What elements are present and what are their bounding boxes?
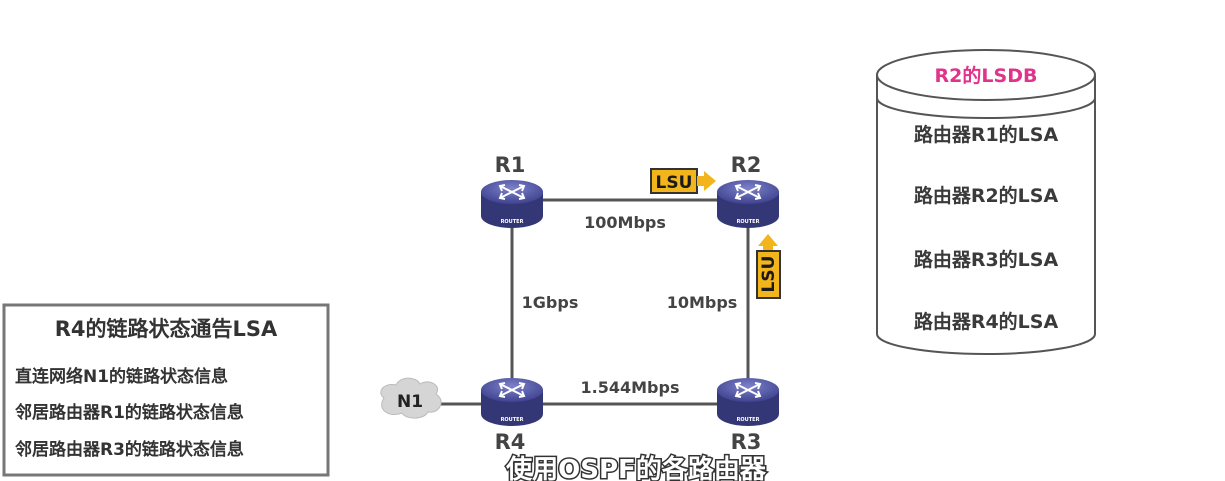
router-tag: ROUTER (501, 417, 524, 423)
link-label-r1-r2: 100Mbps (584, 213, 666, 232)
video-subtitle: 使用OSPF的各路由器 (505, 454, 767, 481)
lsdb-database (876, 49, 1096, 355)
lsu-badge-top-label: LSU (656, 173, 693, 193)
network-n1-cloud: N1 (380, 377, 442, 419)
router-name-r4: R4 (495, 430, 526, 454)
router-tag: ROUTER (501, 219, 524, 225)
router-name-r3: R3 (731, 430, 762, 454)
router-tag: ROUTER (737, 219, 760, 225)
link-label-r1-r4: 1Gbps (522, 293, 579, 312)
router-r3: ROUTER (716, 377, 780, 427)
r4-lsa-item-r3: 邻居路由器R3的链路状态信息 (15, 439, 244, 460)
router-name-r1: R1 (495, 153, 526, 177)
lsu-badge-side: LSU (756, 234, 781, 299)
link-label-r2-r3: 10Mbps (667, 293, 738, 312)
link-label-r4-r3: 1.544Mbps (581, 378, 680, 397)
lsu-badge-top: LSU (650, 168, 716, 194)
lsdb-title: R2的LSDB (935, 64, 1038, 87)
r4-lsa-item-r1: 邻居路由器R1的链路状态信息 (15, 402, 244, 423)
lsu-badge-side-label: LSU (759, 256, 779, 293)
router-r2: ROUTER (716, 179, 780, 229)
lsdb-entry-r2: 路由器R2的LSA (914, 184, 1059, 207)
r4-lsa-title: R4的链路状态通告LSA (55, 317, 278, 341)
r4-lsa-box: R4的链路状态通告LSA 直连网络N1的链路状态信息 邻居路由器R1的链路状态信… (2, 303, 330, 477)
router-r1: ROUTER (480, 179, 544, 229)
lsdb-top-ellipse (876, 49, 1096, 101)
router-name-r2: R2 (731, 153, 762, 177)
router-r4: ROUTER (480, 377, 544, 427)
lsdb-entry-r1: 路由器R1的LSA (914, 123, 1059, 146)
network-n1-label: N1 (397, 392, 423, 412)
link-lines (440, 198, 750, 406)
router-tag: ROUTER (737, 417, 760, 423)
r4-lsa-item-n1: 直连网络N1的链路状态信息 (15, 366, 228, 387)
lsdb-entry-r3: 路由器R3的LSA (914, 248, 1059, 271)
lsdb-entry-r4: 路由器R4的LSA (914, 310, 1059, 333)
